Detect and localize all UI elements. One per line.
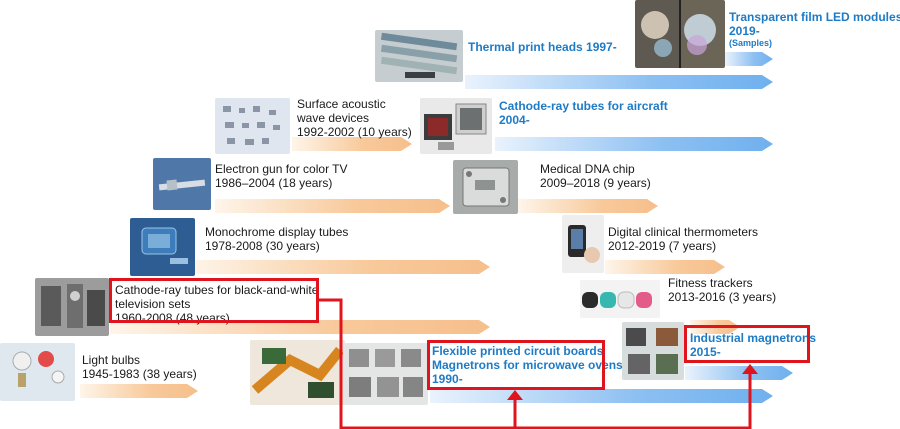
highlight-fpc-magnetrons [427, 340, 605, 390]
highlight-crt-bw [109, 278, 319, 323]
timeline-arrow-monochrome [190, 260, 490, 274]
timeline-arrow-light-bulbs [80, 384, 198, 398]
label-fitness: Fitness trackers 2013-2016 (3 years) [668, 276, 776, 304]
timeline-arrow-thermal-print [465, 75, 773, 89]
product-title: Light bulbs [82, 353, 141, 367]
product-title: Cathode-ray tubes for black-and-white [115, 283, 319, 297]
product-title: Medical DNA chip [540, 162, 635, 176]
light-bulbs-photo [0, 343, 75, 401]
electron-gun-photo [153, 158, 211, 210]
label-thermometer: Digital clinical thermometers 2012-2019 … [608, 225, 758, 253]
timeline-arrow-fpc [430, 389, 773, 403]
fitness-trackers-photo [580, 280, 660, 318]
product-title: Transparent film LED modules [729, 10, 900, 24]
flexible-circuit-photo [250, 340, 345, 405]
label-crt-aircraft: Cathode-ray tubes for aircraft 2004- [499, 99, 668, 127]
crt-aircraft-photo [420, 98, 492, 154]
product-title: Monochrome display tubes [205, 225, 349, 239]
microwave-magnetrons-photo [343, 343, 428, 405]
timeline-arrow-transparent-led [725, 52, 773, 66]
product-title-line2: television sets [115, 297, 191, 311]
thermometer-photo [562, 215, 604, 273]
product-years: 1986–2004 (18 years) [215, 176, 333, 190]
timeline-arrow-dna-chip [518, 199, 658, 213]
product-title: Surface acoustic [297, 97, 386, 111]
label-thermal-print: Thermal print heads 1997- [468, 40, 617, 54]
label-saw: Surface acoustic wave devices 1992-2002 … [297, 97, 412, 139]
label-electron-gun: Electron gun for color TV 1986–2004 (18 … [215, 162, 348, 190]
product-title: Fitness trackers [668, 276, 753, 290]
product-title: Cathode-ray tubes for aircraft [499, 99, 668, 113]
product-years: 2009–2018 (9 years) [540, 176, 651, 190]
monochrome-tubes-photo [130, 218, 195, 276]
product-years: 1978-2008 (30 years) [205, 239, 320, 253]
product-years: 1945-1983 (38 years) [82, 367, 197, 381]
label-dna-chip: Medical DNA chip 2009–2018 (9 years) [540, 162, 651, 190]
saw-devices-photo [215, 98, 290, 154]
timeline-arrow-thermometer [605, 260, 725, 274]
product-years: 2012-2019 (7 years) [608, 239, 717, 253]
transparent-led-photo [635, 0, 725, 68]
product-years: 2004- [499, 113, 530, 127]
timeline-arrow-electron-gun [215, 199, 450, 213]
label-monochrome: Monochrome display tubes 1978-2008 (30 y… [205, 225, 348, 253]
product-title: Thermal print heads 1997- [468, 40, 617, 54]
dna-chip-photo [453, 160, 518, 214]
product-title: Digital clinical thermometers [608, 225, 759, 239]
timeline-arrow-crt-aircraft [495, 137, 773, 151]
timeline-arrow-magnetrons [685, 366, 793, 380]
product-title: Electron gun for color TV [215, 162, 348, 176]
label-light-bulbs: Light bulbs 1945-1983 (38 years) [82, 353, 197, 381]
product-years: 2019- [729, 24, 760, 38]
highlight-industrial-magnetrons [684, 325, 810, 363]
industrial-magnetrons-photo [622, 322, 684, 380]
label-transparent-led: Transparent film LED modules 2019- (Samp… [729, 10, 900, 49]
product-years: 2013-2016 (3 years) [668, 290, 777, 304]
thermal-print-heads-photo [375, 30, 463, 82]
crt-bw-photo [35, 278, 109, 336]
product-note: (Samples) [729, 38, 773, 48]
product-title-line2: wave devices [297, 111, 370, 125]
product-years: 1992-2002 (10 years) [297, 125, 412, 139]
timeline-arrow-saw [292, 137, 412, 151]
